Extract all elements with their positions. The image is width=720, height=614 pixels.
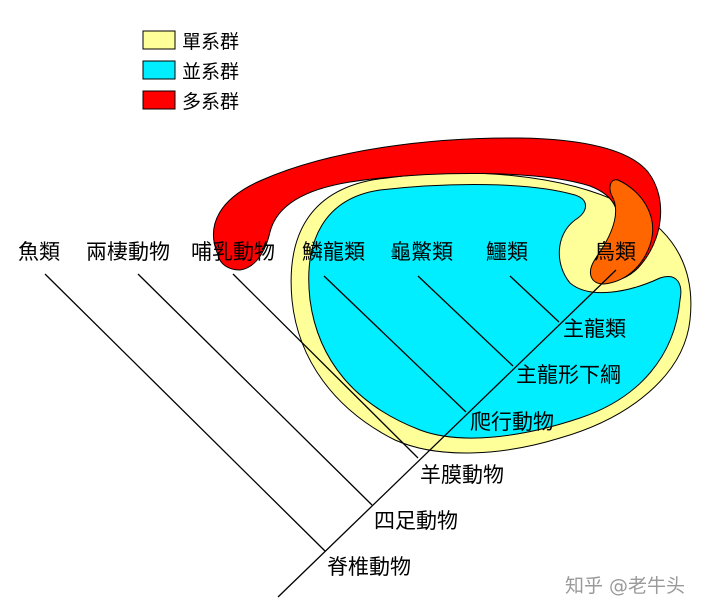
fish-branch [44,273,326,552]
clade-amniotes: 羊膜動物 [420,463,504,487]
taxon-fish: 魚類 [18,240,60,264]
overlap-region [589,179,654,285]
legend-swatch-paraphyletic [142,60,176,80]
watermark: 知乎 @老牛头 [565,575,685,597]
taxon-mammals: 哺乳動物 [191,240,275,264]
taxon-crocodiles: 鱷類 [486,240,528,264]
legend-swatch-polyphyletic [142,90,176,110]
mammal-branch [232,273,419,459]
paraphyletic-region [308,184,682,439]
taxon-lepidosaurs: 鱗龍類 [302,240,365,264]
legend-swatch-monophyletic [142,30,176,50]
legend-label-polyphyletic: 多系群 [182,91,239,113]
crocodile-branch [509,275,560,323]
taxon-turtles: 龜鱉類 [390,240,453,264]
amphibian-branch [137,273,373,506]
cladogram-lines [44,269,617,598]
legend-label-monophyletic: 單系群 [182,31,239,53]
clade-archosauromorphs: 主龍形下綱 [516,363,621,387]
turtle-branch [417,275,514,367]
clade-tetrapods: 四足動物 [374,509,458,533]
clade-vertebrates: 脊椎動物 [327,555,411,579]
clade-reptiles: 爬行動物 [470,410,554,434]
trunk-line [277,269,617,598]
taxon-birds: 鳥類 [594,240,636,264]
lepidosaur-branch [323,275,467,413]
clade-archosaurs: 主龍類 [563,317,626,341]
legend: 單系群 並系群 多系群 [142,30,239,113]
legend-label-paraphyletic: 並系群 [182,61,239,83]
taxon-amphibians: 兩棲動物 [86,240,170,264]
